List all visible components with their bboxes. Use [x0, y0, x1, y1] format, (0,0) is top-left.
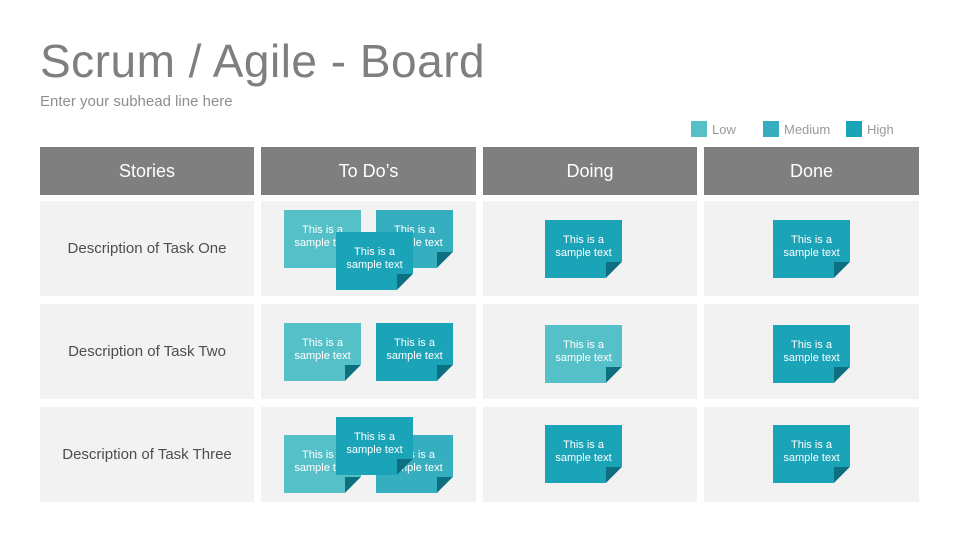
column-header-done: Done — [704, 147, 919, 195]
sticky-note[interactable]: This is a sample text — [545, 220, 622, 278]
sticky-note-text: This is a sample text — [783, 234, 840, 259]
doing-cell-task-one: This is a sample text — [483, 201, 697, 296]
sticky-note-fold — [606, 467, 622, 483]
todo-cell-task-one: This is a sample text This is a sample t… — [261, 201, 476, 296]
legend-swatch-low — [691, 121, 707, 137]
sticky-note-fold — [834, 367, 850, 383]
story-description: Description of Task Three — [62, 446, 232, 463]
todo-cell-task-three: This is a sample text This is a sample t… — [261, 407, 476, 502]
doing-cell-task-two: This is a sample text — [483, 304, 697, 399]
legend-label-medium: Medium — [784, 122, 831, 137]
sticky-note-fold — [437, 252, 453, 268]
todo-cell-task-two: This is a sample text This is a sample t… — [261, 304, 476, 399]
story-cell-task-two: Description of Task Two — [40, 304, 254, 399]
story-cell-task-three: Description of Task Three — [40, 407, 254, 502]
sticky-note[interactable]: This is a sample text — [773, 325, 850, 383]
legend-label-low: Low — [712, 122, 736, 137]
sticky-note[interactable]: This is a sample text — [336, 417, 413, 475]
sticky-note-text: This is a sample text — [555, 339, 612, 364]
sticky-note-text: This is a sample text — [386, 337, 443, 362]
sticky-note-fold — [437, 477, 453, 493]
column-header-doing: Doing — [483, 147, 697, 195]
legend-swatch-medium — [763, 121, 779, 137]
story-cell-task-one: Description of Task One — [40, 201, 254, 296]
column-header-stories: Stories — [40, 147, 254, 195]
done-cell-task-three: This is a sample text — [704, 407, 919, 502]
sticky-note[interactable]: This is a sample text — [376, 323, 453, 381]
sticky-note[interactable]: This is a sample text — [545, 325, 622, 383]
sticky-note[interactable]: This is a sample text — [773, 425, 850, 483]
sticky-note-fold — [606, 367, 622, 383]
sticky-note-text: This is a sample text — [346, 431, 403, 456]
sticky-note-text: This is a sample text — [346, 246, 403, 271]
column-header-todo: To Do’s — [261, 147, 476, 195]
sticky-note-fold — [397, 274, 413, 290]
sticky-note-text: This is a sample text — [783, 339, 840, 364]
sticky-note-fold — [345, 365, 361, 381]
slide-title: Scrum / Agile - Board — [40, 35, 486, 87]
sticky-note-fold — [834, 262, 850, 278]
sticky-note-fold — [834, 467, 850, 483]
sticky-note[interactable]: This is a sample text — [336, 232, 413, 290]
done-cell-task-two: This is a sample text — [704, 304, 919, 399]
sticky-note-text: This is a sample text — [555, 439, 612, 464]
done-cell-task-one: This is a sample text — [704, 201, 919, 296]
sticky-note-text: This is a sample text — [555, 234, 612, 259]
sticky-note[interactable]: This is a sample text — [284, 323, 361, 381]
sticky-note-text: This is a sample text — [294, 337, 351, 362]
legend-swatch-high — [846, 121, 862, 137]
slide-subhead: Enter your subhead line here — [40, 93, 233, 110]
sticky-note-text: This is a sample text — [783, 439, 840, 464]
sticky-note-fold — [437, 365, 453, 381]
sticky-note-fold — [606, 262, 622, 278]
legend-label-high: High — [867, 122, 894, 137]
sticky-note[interactable]: This is a sample text — [545, 425, 622, 483]
story-description: Description of Task One — [67, 240, 227, 257]
sticky-note[interactable]: This is a sample text — [773, 220, 850, 278]
doing-cell-task-three: This is a sample text — [483, 407, 697, 502]
story-description: Description of Task Two — [68, 343, 226, 360]
sticky-note-fold — [345, 477, 361, 493]
